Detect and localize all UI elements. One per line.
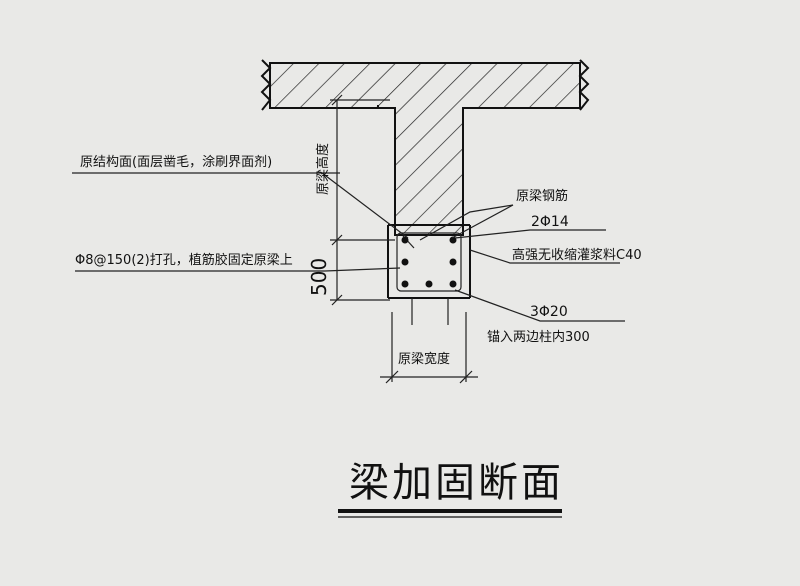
added-depth-dimension [330,240,390,306]
rebar-group [401,236,457,288]
side-bar-left [401,258,409,266]
top-bar-right [449,236,457,244]
bottom-bar-left [401,280,409,288]
grout-label: 高强无收缩灌浆料C40 [512,247,642,263]
slab-break-left [260,59,272,111]
added-depth-label: 500 [307,258,331,296]
stirrup-note-label: Φ8@150(2)打孔，植筋胶固定原梁上 [75,252,293,268]
anchor-note-label: 锚入两边柱内300 [487,329,590,345]
top-bar-left [401,236,409,244]
beam-height-dimension [330,94,395,246]
original-rebar-label: 原梁钢筋 [516,188,568,204]
concrete-t-section [260,59,590,236]
beam-height-label: 原梁高度 [315,143,331,195]
bottom-bar-right [449,280,457,288]
beam-width-label: 原梁宽度 [398,351,450,367]
bottom-bars-label: 3Φ20 [530,304,568,320]
original-surface-label: 原结构面(面层凿毛，涂刷界面剂) [80,154,272,170]
top-bars-label: 2Φ14 [531,214,569,230]
jacket-outer [387,224,471,299]
beam-width-dimension [380,312,478,384]
stirrup [396,232,462,292]
side-bar-right [449,258,457,266]
drawing-title: 梁加固断面 [349,460,564,506]
bottom-bar-mid [425,280,433,288]
leader-lines [72,172,625,325]
slab-break-right [578,59,590,111]
